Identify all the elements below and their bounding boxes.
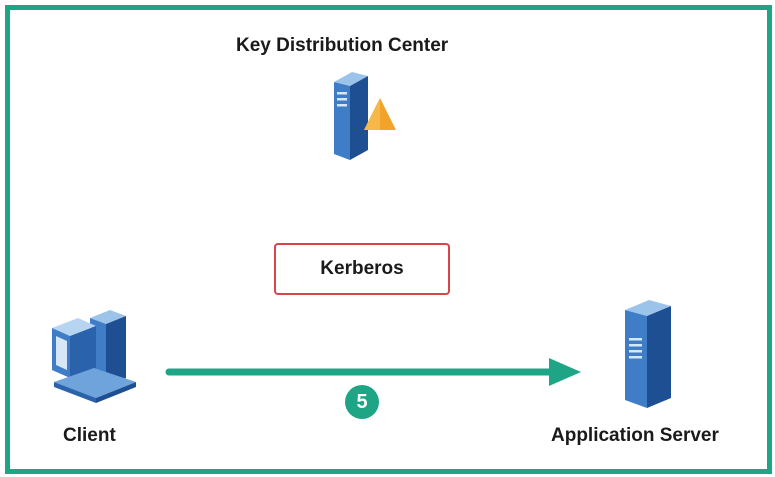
- step-number-badge: 5: [345, 385, 379, 419]
- kerberos-label-box: Kerberos: [274, 243, 450, 295]
- application-server-label: Application Server: [551, 425, 719, 446]
- client-label: Client: [63, 425, 116, 446]
- server-tower-icon: [625, 300, 671, 408]
- computer-icon: [52, 310, 136, 403]
- server-warning-icon: [334, 72, 396, 160]
- kdc-title: Key Distribution Center: [236, 35, 449, 56]
- request-arrow: [165, 358, 581, 386]
